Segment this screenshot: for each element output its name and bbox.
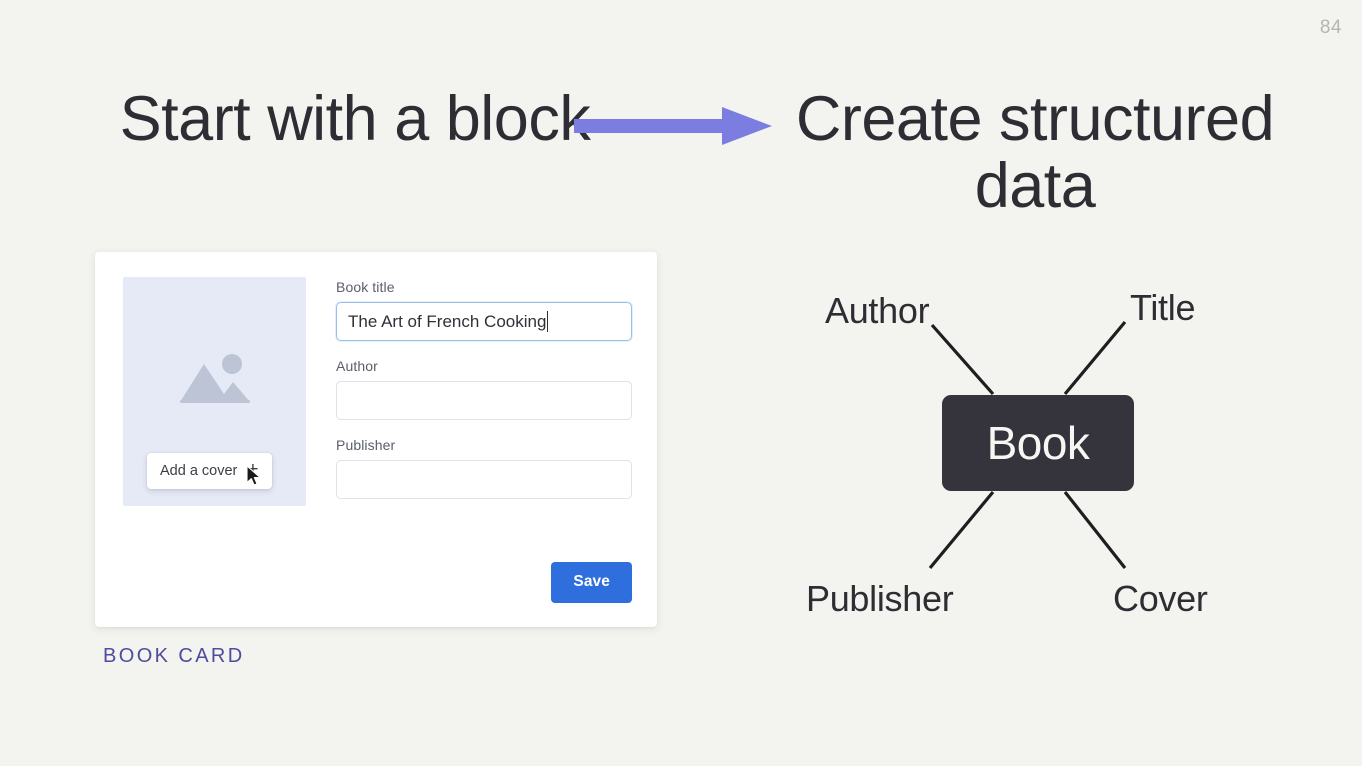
book-title-input[interactable]: The Art of French Cooking (336, 302, 632, 341)
add-cover-button[interactable]: Add a cover + (147, 453, 272, 489)
page-number: 84 (1319, 17, 1342, 38)
book-form: Book title The Art of French Cooking Aut… (336, 279, 632, 499)
book-card-mock: Add a cover + Book title The Art of Fren… (95, 252, 657, 627)
diagram-connector-lines (928, 320, 1127, 570)
book-title-value: The Art of French Cooking (348, 311, 547, 331)
arrow-right-icon (572, 104, 774, 148)
plus-icon: + (247, 459, 259, 480)
diagram-label-title: Title (1130, 287, 1196, 328)
author-input[interactable] (336, 381, 632, 420)
right-heading: Create structured data (795, 84, 1275, 221)
field-author: Author (336, 358, 632, 420)
save-button[interactable]: Save (551, 562, 632, 603)
diagram-label-cover: Cover (1113, 578, 1208, 619)
diagram-label-publisher: Publisher (806, 578, 954, 619)
image-placeholder-icon (178, 350, 252, 412)
structured-data-diagram: Author Title Publisher Cover Book (780, 270, 1280, 640)
text-caret (547, 311, 549, 332)
author-label: Author (336, 358, 378, 374)
card-caption: BOOK CARD (103, 645, 245, 667)
add-cover-label: Add a cover (160, 462, 238, 479)
publisher-input[interactable] (336, 460, 632, 499)
save-row: Save (551, 562, 632, 603)
cover-upload-area[interactable]: Add a cover + (123, 277, 306, 506)
publisher-label: Publisher (336, 437, 396, 453)
diagram-label-author: Author (825, 290, 930, 331)
field-book-title: Book title The Art of French Cooking (336, 279, 632, 341)
left-heading: Start with a block (119, 84, 591, 154)
field-publisher: Publisher (336, 437, 632, 499)
diagram-node-book: Book (942, 395, 1134, 491)
book-title-label: Book title (336, 279, 395, 295)
